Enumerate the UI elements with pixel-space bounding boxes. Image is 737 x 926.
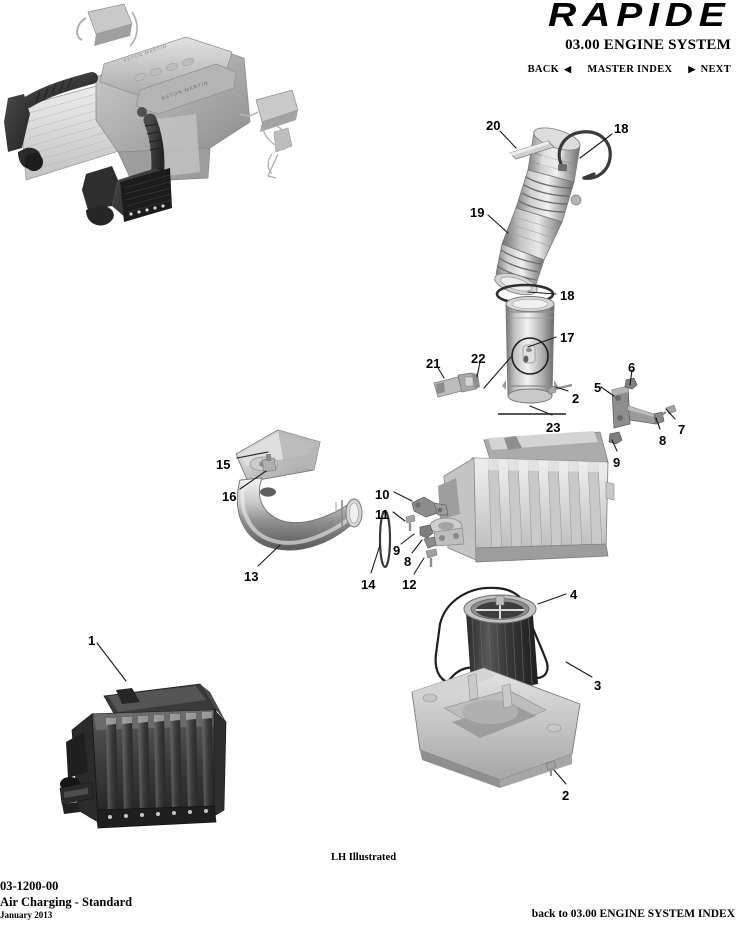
callout-15: 15 — [216, 457, 231, 472]
screw-2-upper — [546, 383, 576, 397]
next-arrow-icon[interactable]: ▶ — [688, 64, 696, 74]
air-cleaner-base-assembly — [404, 572, 604, 792]
callout-7: 7 — [678, 422, 686, 437]
mass-air-flow-sensor — [432, 371, 482, 401]
hose-clamp-upper — [548, 128, 618, 190]
callout-8b: 8 — [404, 554, 412, 569]
callout-20: 20 — [486, 118, 501, 133]
air-cleaner-lid — [416, 428, 616, 572]
o-ring-seal — [374, 508, 396, 570]
air-cleaner-housing-cover — [58, 670, 278, 840]
engine-assembly-illustration: ASTON MARTIN ASTON MARTIN — [0, 2, 310, 232]
duct-fastener-cluster — [394, 493, 456, 577]
next-link[interactable]: NEXT — [700, 64, 731, 75]
callout-11: 11 — [375, 507, 389, 522]
document-date: January 2013 — [0, 910, 53, 921]
brand-logo: RAPIDE — [548, 0, 731, 33]
footer-index-link[interactable]: back to 03.00 ENGINE SYSTEM INDEX — [531, 908, 735, 920]
callout-21: 21 — [426, 356, 441, 371]
tube-seal-line — [496, 411, 568, 417]
callout-2b: 2 — [562, 788, 570, 803]
callout-13: 13 — [244, 569, 259, 584]
air-duct-strip — [508, 139, 556, 161]
diagram-caption: LH Illustrated — [331, 852, 397, 863]
callout-9a: 9 — [613, 455, 621, 470]
callout-16: 16 — [222, 489, 237, 504]
intercooler-duct — [228, 424, 378, 564]
footer-left: 03-1200-00 Air Charging - Standard Janua… — [0, 878, 132, 922]
callout-6: 6 — [628, 360, 636, 375]
air-intake-tube — [492, 296, 568, 414]
callout-22: 22 — [471, 351, 486, 366]
back-link[interactable]: BACK — [527, 64, 560, 75]
callout-17: 17 — [560, 330, 575, 345]
document-subtitle: Air Charging - Standard — [0, 895, 133, 910]
callout-12: 12 — [402, 577, 417, 592]
callout-8a: 8 — [659, 433, 667, 448]
back-arrow-icon[interactable]: ◀ — [564, 64, 572, 74]
callout-23: 23 — [546, 420, 561, 435]
callout-9b: 9 — [393, 543, 401, 558]
callout-4: 4 — [570, 587, 578, 602]
callout-3: 3 — [594, 678, 602, 693]
mounting-bracket-assembly — [604, 374, 684, 460]
callout-5: 5 — [594, 380, 602, 395]
callout-14: 14 — [361, 577, 376, 592]
callout-10: 10 — [375, 487, 390, 502]
callout-19: 19 — [470, 205, 485, 220]
navigation-bar: BACK ◀ MASTER INDEX ▶ NEXT — [528, 64, 731, 75]
callout-18b: 18 — [560, 288, 575, 303]
document-code: 03-1200-00 — [0, 879, 59, 894]
callout-2a: 2 — [572, 391, 580, 406]
page-title: 03.00 ENGINE SYSTEM — [565, 37, 731, 53]
callout-1: 1 — [88, 633, 96, 648]
callout-18a: 18 — [614, 121, 629, 136]
master-index-link[interactable]: MASTER INDEX — [587, 64, 673, 75]
